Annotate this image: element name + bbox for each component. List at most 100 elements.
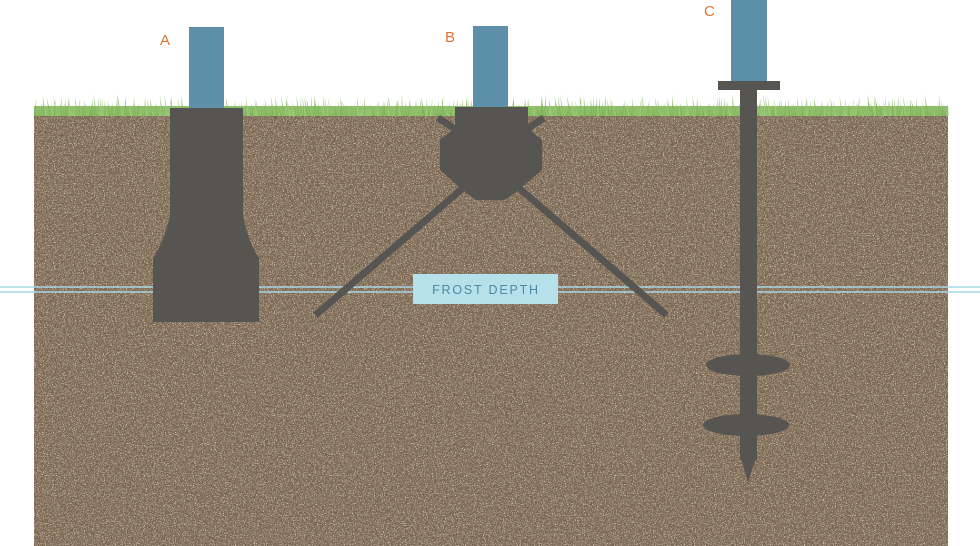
grass-blade: [317, 101, 320, 116]
grass-blade: [271, 100, 276, 116]
helix-plate-2: [703, 414, 789, 436]
grass-blade: [698, 102, 701, 116]
grass-blade: [767, 95, 771, 116]
grass-blade: [117, 94, 122, 116]
grass-blade: [702, 106, 705, 116]
grass-blade: [571, 99, 575, 116]
grass-blade: [882, 100, 887, 116]
grass-blade: [850, 105, 852, 116]
grass-blade: [655, 96, 659, 116]
grass-blade: [548, 99, 551, 116]
grass-blade: [139, 105, 142, 116]
grass-blade: [672, 94, 674, 116]
grass-blade: [124, 94, 126, 116]
anchor-right: [507, 177, 669, 318]
grass-blade: [676, 102, 678, 116]
grass-blade: [361, 103, 364, 116]
grass-blade: [262, 107, 265, 116]
grass-blade: [870, 101, 874, 116]
grass-blade: [763, 94, 766, 116]
label-a: A: [160, 32, 170, 49]
grass-blade: [579, 94, 584, 116]
grass-blade: [911, 102, 914, 116]
grass-blade: [720, 97, 722, 116]
grass-blade: [155, 105, 157, 116]
grass-blade: [306, 98, 311, 116]
grass-blade: [377, 99, 381, 116]
grass-blade: [150, 97, 153, 116]
grass-blade: [403, 105, 406, 116]
grass-blade: [249, 106, 252, 116]
grass-blade: [416, 102, 419, 116]
grass-blade: [892, 97, 894, 116]
grass-blade: [537, 104, 540, 116]
grass-blade: [53, 96, 58, 116]
grass-blade: [60, 97, 62, 116]
grass-blade: [100, 96, 102, 116]
grass-blade: [626, 101, 630, 116]
grass-blade: [692, 95, 696, 116]
grass-blade: [356, 95, 359, 116]
grass-blade: [647, 102, 652, 116]
grass-blade: [808, 107, 813, 116]
grass-blade: [84, 107, 87, 116]
grass-blade: [922, 104, 927, 116]
grass-blade: [37, 105, 40, 116]
grass-blade: [150, 106, 155, 116]
grass-blade: [105, 106, 109, 116]
grass-blade: [75, 95, 78, 116]
grass-blade: [947, 104, 949, 116]
grass-blade: [441, 96, 444, 116]
grass-blade: [101, 98, 104, 116]
grass-blade: [397, 99, 399, 116]
grass-blade: [544, 94, 546, 116]
grass-blade: [353, 103, 355, 116]
grass-blade: [528, 100, 531, 116]
grass-blade: [354, 106, 357, 116]
grass-blade: [368, 103, 370, 116]
grass-blade: [883, 94, 887, 116]
grass-blade: [169, 97, 175, 116]
grass-blade: [557, 95, 562, 116]
grass-blade: [907, 107, 911, 116]
grass-blade: [909, 98, 912, 116]
post-c: [731, 0, 767, 82]
grass-blade: [830, 97, 835, 116]
grass-blade: [919, 105, 923, 116]
grass-blade: [159, 105, 161, 116]
grass-blade: [93, 94, 98, 116]
grass-blade: [707, 102, 710, 116]
grass-blade: [405, 100, 408, 116]
grass-blade: [80, 107, 82, 116]
grass-blade: [585, 104, 588, 116]
grass-blade: [583, 95, 586, 116]
grass-blade: [590, 97, 593, 116]
grass-blade: [726, 101, 731, 116]
grass-blade: [445, 103, 447, 116]
grass-blade: [155, 102, 159, 116]
grass-blade: [839, 105, 841, 116]
grass-blade: [683, 104, 686, 116]
grass-blade: [839, 95, 843, 116]
grass-blade: [141, 105, 144, 116]
grass-blade: [34, 98, 37, 116]
grass-blade: [827, 105, 830, 116]
grass-blade: [933, 106, 938, 116]
grass-blade: [388, 96, 392, 116]
grass-blade: [771, 105, 774, 116]
footing-b: [313, 26, 669, 318]
grass-blade: [875, 96, 879, 116]
grass-blade: [314, 95, 318, 116]
grass-blade: [640, 103, 643, 116]
grass-blade: [738, 102, 740, 116]
grass-blade: [67, 95, 69, 116]
grass-blade: [42, 94, 45, 116]
grass-blade: [425, 97, 428, 116]
grass-blade: [255, 99, 260, 116]
grass-blade: [275, 95, 278, 116]
post-b: [473, 26, 508, 108]
grass-blade: [376, 103, 379, 116]
grass-blade: [286, 98, 289, 116]
